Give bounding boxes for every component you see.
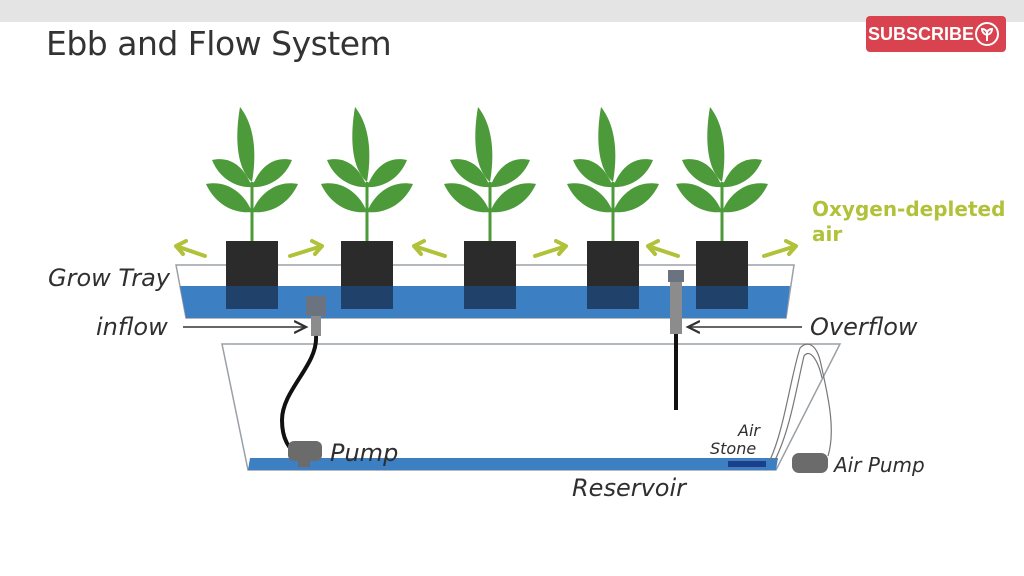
pump-label: Pump [330, 439, 398, 467]
reservoir-water [248, 458, 778, 470]
plant-2 [319, 105, 415, 244]
inflow-fitting [311, 316, 321, 336]
overflow-label: Overflow [810, 313, 918, 341]
pot-3 [464, 241, 516, 309]
air-pump-label: Air Pump [832, 453, 925, 477]
overflow-fitting-top [668, 270, 684, 282]
plant-3 [442, 105, 538, 244]
reservoir-label: Reservoir [572, 474, 688, 502]
browser-top-bar [0, 0, 1024, 22]
plant-logo-icon [975, 22, 999, 46]
overflow-pipe [670, 282, 682, 334]
page-title: Ebb and Flow System [46, 24, 392, 63]
inflow-fitting-top [306, 296, 326, 316]
pump-body [288, 441, 322, 461]
oxygen-depleted-label-2: air [812, 222, 842, 246]
pot-2 [341, 241, 393, 309]
plant-5 [674, 105, 770, 244]
pot-5 [696, 241, 748, 309]
air-arrows [174, 239, 798, 258]
oxygen-depleted-label-1: Oxygen-depleted [812, 197, 1005, 221]
air-pump-body [792, 453, 828, 473]
grow-tray-label: Grow Tray [48, 264, 171, 292]
subscribe-button[interactable]: SUBSCRIBE [866, 16, 1006, 52]
air-stone [728, 461, 766, 467]
air-line [769, 343, 832, 461]
air-stone-label-1: Air [737, 421, 761, 440]
subscribe-label: SUBSCRIBE [867, 23, 974, 44]
air-stone-label-2: Stone [710, 439, 756, 458]
plant-4 [565, 105, 661, 244]
pot-1 [226, 241, 278, 309]
plant-1 [204, 105, 300, 244]
pot-4 [587, 241, 639, 309]
inflow-label: inflow [96, 313, 168, 341]
